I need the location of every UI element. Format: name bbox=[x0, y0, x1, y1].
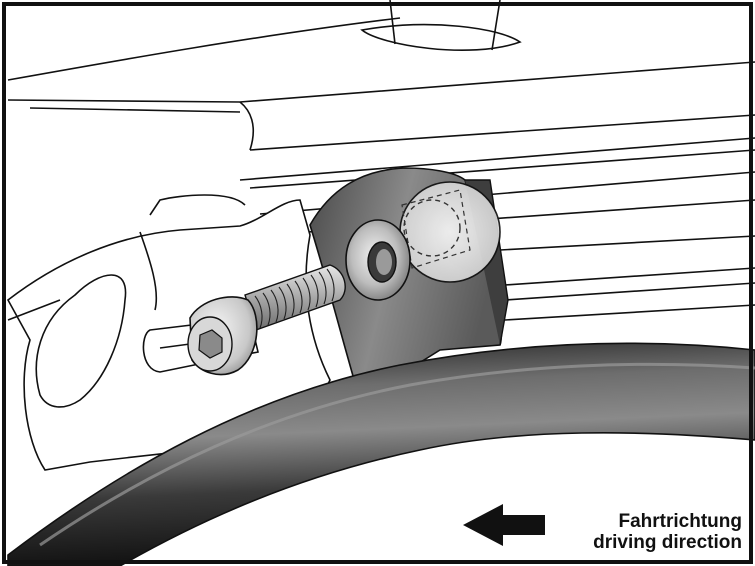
direction-label-german: Fahrtrichtung bbox=[618, 511, 743, 532]
top-socket bbox=[360, 0, 522, 52]
hidden-nut bbox=[399, 181, 501, 283]
tubular-bar bbox=[7, 342, 755, 566]
direction-label-english: driving direction bbox=[593, 532, 742, 553]
washer bbox=[345, 219, 411, 301]
direction-arrow-icon bbox=[463, 504, 545, 546]
socket-head-screw bbox=[187, 264, 346, 376]
